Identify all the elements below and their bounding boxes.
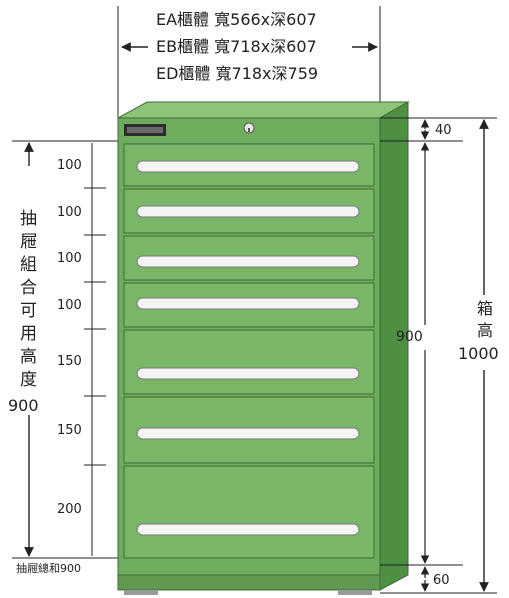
width-label-ed: ED櫃體 寬718x深759 — [156, 64, 319, 83]
total-height-char: 高 — [477, 321, 494, 340]
usable-height-char: 可 — [20, 301, 37, 321]
usable-height-char: 屜 — [20, 232, 37, 252]
width-label-ea: EA櫃體 寬566x深607 — [156, 10, 317, 29]
drawer-height-label: 100 — [57, 158, 82, 173]
inner-height-label: 900 — [396, 329, 423, 345]
usable-height-char: 組 — [20, 255, 37, 275]
cabinet-side — [379, 101, 409, 591]
usable-height-dimension — [12, 140, 118, 559]
foot-right — [338, 590, 372, 595]
right-dimensions — [380, 117, 497, 594]
drawer-2 — [123, 188, 375, 234]
width-label-eb: EB櫃體 寬718x深607 — [156, 37, 317, 56]
foot-left — [124, 590, 158, 595]
drawer-front — [123, 465, 375, 559]
lock-keyhole — [248, 128, 250, 132]
usable-height-char: 抽 — [20, 209, 37, 229]
cabinet-base — [117, 574, 381, 591]
drawer-handle — [136, 205, 360, 218]
top-gap-label: 40 — [435, 123, 452, 138]
total-height-char: 箱 — [477, 299, 494, 318]
drawer-height-label: 100 — [57, 298, 82, 313]
drawer-height-label: 100 — [57, 205, 82, 220]
drawer-front — [123, 329, 375, 395]
drawer-handle — [136, 297, 360, 310]
drawer-3 — [123, 235, 375, 281]
drawer-1 — [123, 143, 375, 187]
usable-height-char: 度 — [20, 370, 37, 390]
bottom-gap-label: 60 — [433, 573, 450, 588]
drawer-5 — [123, 329, 375, 395]
drawer-4 — [123, 282, 375, 328]
usable-height-char: 高 — [20, 347, 37, 367]
drawer-height-label: 200 — [57, 502, 82, 517]
drawer-handle — [136, 255, 360, 268]
drawer-handle — [136, 160, 360, 173]
total-height-value: 1000 — [458, 344, 499, 363]
usable-height-char: 合 — [20, 278, 37, 298]
drawer-handle — [136, 523, 360, 536]
brand-logo-text — [127, 127, 163, 133]
cabinet-top — [117, 101, 410, 119]
drawer-height-label: 150 — [57, 354, 82, 369]
usable-height-char: 用 — [20, 324, 37, 344]
drawer-height-label: 150 — [57, 423, 82, 438]
drawer-handle — [136, 427, 360, 440]
drawer-6 — [123, 396, 375, 464]
drawer-handle — [136, 367, 360, 380]
usable-height-value: 900 — [8, 396, 39, 415]
drawer-sum-label: 抽屜總和900 — [16, 562, 81, 575]
drawer-stack — [123, 143, 375, 559]
drawer-7 — [123, 465, 375, 559]
drawer-height-chain — [84, 143, 106, 556]
drawer-height-label: 100 — [57, 251, 82, 266]
